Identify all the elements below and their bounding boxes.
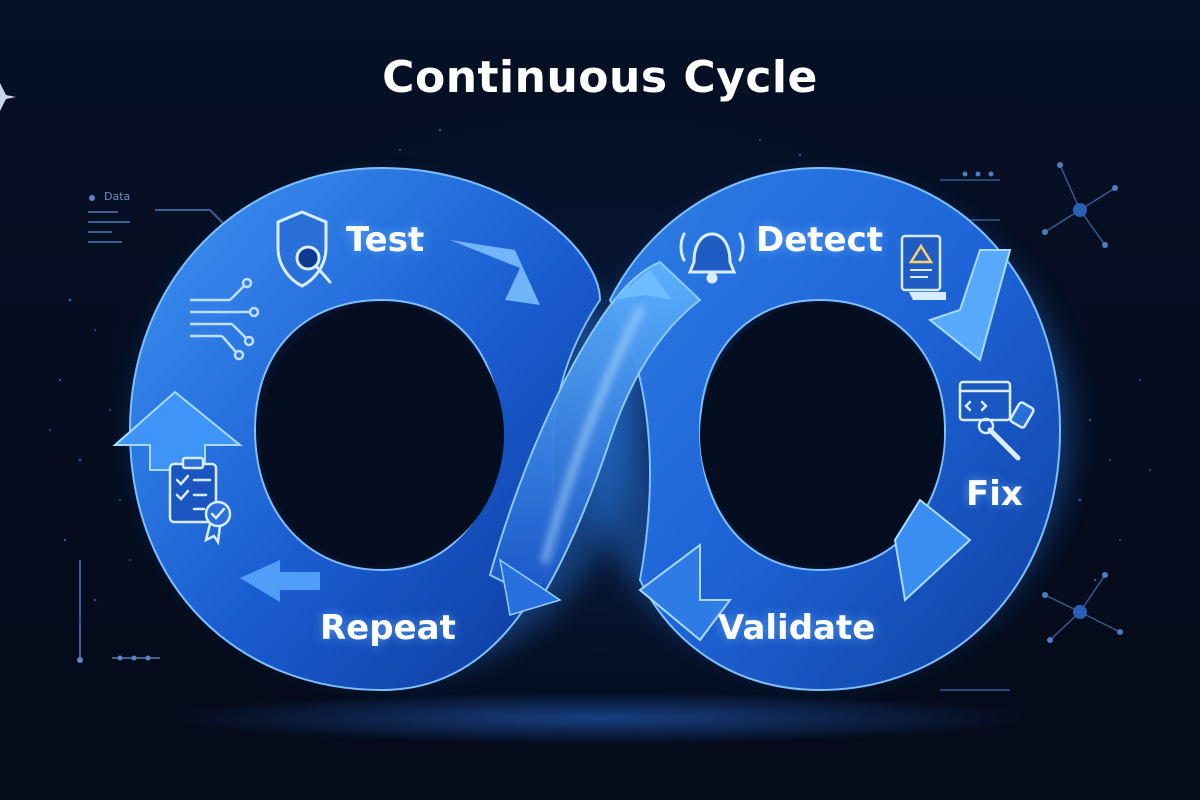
arrowhead-repeat-left [240,560,320,602]
circuit-icon [190,277,260,361]
step-label-detect: Detect [756,220,884,260]
data-label: Data [104,190,131,203]
page-title: Continuous Cycle [382,52,818,103]
step-label-fix: Fix [966,474,1023,514]
cross-arrow-down [498,558,562,616]
network-nodes-bottom-dots [1042,572,1123,643]
checklist-badge-icon [168,456,232,546]
arrowhead-fix [893,498,972,602]
sparkle-icon [0,83,16,111]
floor-glow [170,692,1030,744]
star-dust [49,128,1151,602]
right-hole [700,303,944,567]
alarm-bell-icon [679,232,745,284]
cross-arrow-up [612,270,672,300]
network-nodes-top-dots [962,162,1118,248]
left-tech-dots [77,195,95,663]
left-hole [260,303,504,567]
code-wrench-icon [958,380,1035,461]
cross-band-highlight [541,306,644,564]
alert-document-icon [900,234,946,300]
cross-band [488,260,702,602]
shield-search-icon [276,210,332,288]
left-bottom-dots [117,655,151,661]
arrowhead-validate [638,543,732,642]
arrowhead-detect [927,249,1012,362]
step-label-test: Test [346,220,425,260]
arrowhead-repeat-up [112,390,243,471]
arrowhead-test [450,240,540,305]
step-label-validate: Validate [718,608,876,648]
step-label-repeat: Repeat [320,608,456,648]
